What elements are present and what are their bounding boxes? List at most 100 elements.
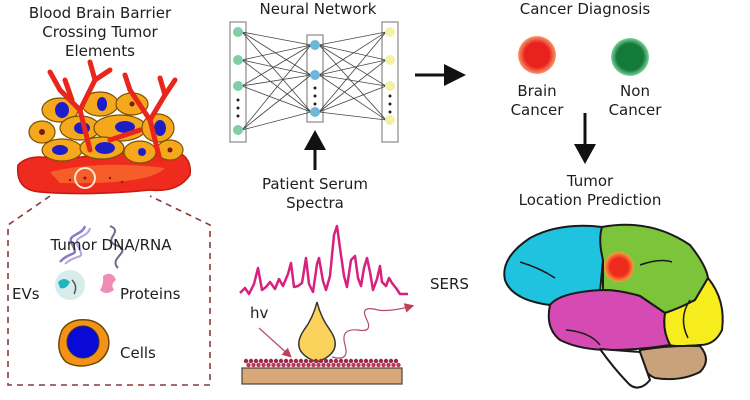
substrate-particle bbox=[323, 358, 329, 364]
substrate-particle bbox=[346, 362, 351, 368]
substrate-particle bbox=[246, 362, 251, 368]
tumor-tissue-illustration bbox=[16, 59, 192, 195]
bbb-title-line-3: Elements bbox=[65, 42, 135, 60]
nn-node-output bbox=[385, 55, 395, 65]
substrate-particle bbox=[363, 358, 369, 364]
substrate-particle bbox=[293, 358, 299, 364]
brain-cancer-indicator bbox=[518, 36, 556, 74]
substrate-particle bbox=[318, 358, 324, 364]
substrate-particle bbox=[311, 362, 316, 368]
substrate-particle bbox=[381, 362, 386, 368]
substrate-particle bbox=[358, 358, 364, 364]
substrate-particle bbox=[326, 362, 331, 368]
substrate-particle bbox=[288, 358, 294, 364]
substrate-particle bbox=[333, 358, 339, 364]
arrow-to-diagnosis bbox=[415, 64, 466, 86]
substrate-particle bbox=[251, 362, 256, 368]
nn-connection bbox=[318, 111, 387, 121]
sers-spectrum bbox=[239, 224, 408, 296]
substrate-particle bbox=[336, 362, 341, 368]
nn-connection bbox=[318, 74, 387, 121]
substrate-particle bbox=[376, 362, 381, 368]
sers-substrate bbox=[241, 358, 403, 385]
ellipsis-dot bbox=[236, 114, 240, 118]
inset-title: Tumor DNA/RNA bbox=[50, 236, 172, 254]
gold-nanoparticle-droplet bbox=[298, 301, 336, 363]
nn-connection bbox=[318, 31, 387, 113]
substrate-particle bbox=[281, 362, 286, 368]
substrate-particle bbox=[301, 362, 306, 368]
substrate-particle bbox=[341, 362, 346, 368]
nn-connection bbox=[241, 111, 312, 131]
tumor-location-marker bbox=[604, 252, 634, 282]
ellipsis-dot bbox=[313, 86, 317, 90]
substrate-particle bbox=[328, 358, 334, 364]
nn-node-input bbox=[233, 125, 243, 135]
substrate-particle bbox=[268, 358, 274, 364]
nn-node-input bbox=[233, 55, 243, 65]
nn-node-output bbox=[385, 115, 395, 125]
nn-connection bbox=[318, 74, 387, 87]
nn-connection bbox=[241, 31, 312, 76]
nn-connection bbox=[318, 44, 387, 87]
substrate-particle bbox=[361, 362, 366, 368]
substrate-particle bbox=[368, 358, 374, 364]
spectra-title-line-1: Patient Serum bbox=[261, 175, 369, 193]
nn-node-input bbox=[233, 81, 243, 91]
cells-label: Cells bbox=[120, 344, 156, 362]
nn-connection bbox=[241, 44, 312, 61]
substrate-particle bbox=[271, 362, 276, 368]
substrate-particle bbox=[353, 358, 359, 364]
substrate-particle bbox=[331, 362, 336, 368]
substrate-particle bbox=[393, 358, 399, 364]
ellipsis-dot bbox=[313, 94, 317, 98]
substrate-particle bbox=[373, 358, 379, 364]
non-cancer-label-line-2: Cancer bbox=[608, 101, 662, 119]
substrate-particle bbox=[303, 358, 309, 364]
bbb-title-line-2: Crossing Tumor bbox=[42, 23, 158, 41]
substrate-particle bbox=[283, 358, 289, 364]
nn-connection bbox=[241, 85, 312, 113]
diagnosis-title: Cancer Diagnosis bbox=[519, 0, 651, 18]
sers-label: SERS bbox=[430, 275, 469, 293]
substrate-particle bbox=[396, 362, 401, 368]
substrate-particle bbox=[313, 358, 319, 364]
non-cancer-label: Non Cancer bbox=[595, 82, 675, 120]
ellipsis-dot bbox=[236, 98, 240, 102]
substrate-particle bbox=[383, 358, 389, 364]
protein-icon bbox=[100, 273, 116, 293]
nn-connection bbox=[241, 59, 312, 76]
output-layer bbox=[381, 21, 399, 143]
substrate-particle bbox=[351, 362, 356, 368]
substrate-particle bbox=[278, 358, 284, 364]
cerebellum bbox=[639, 344, 707, 381]
substrate-particle bbox=[316, 362, 321, 368]
brain-cancer-label: Brain Cancer bbox=[497, 82, 577, 120]
dna-icon bbox=[59, 225, 87, 263]
bbb-title-line-1: Blood Brain Barrier bbox=[28, 4, 172, 22]
nn-connection bbox=[241, 31, 312, 113]
substrate-particle bbox=[263, 358, 269, 364]
ellipsis-dot bbox=[388, 110, 392, 114]
substrate-particle bbox=[388, 358, 394, 364]
substrate-particle bbox=[248, 358, 254, 364]
nn-connection bbox=[241, 44, 312, 87]
substrate-particle bbox=[296, 362, 301, 368]
nn-connection bbox=[241, 44, 312, 131]
neural-network-title: Neural Network bbox=[259, 0, 377, 18]
substrate-particle bbox=[276, 362, 281, 368]
substrate-particle bbox=[348, 358, 354, 364]
input-layer bbox=[229, 21, 247, 143]
nn-node-output bbox=[385, 81, 395, 91]
substrate-particle bbox=[253, 358, 259, 364]
prediction-title-line-2: Location Prediction bbox=[518, 191, 662, 209]
scattered-light-arrow bbox=[331, 303, 415, 359]
evs-label: EVs bbox=[12, 285, 40, 303]
ellipsis-dot bbox=[388, 102, 392, 106]
brain-stem bbox=[599, 348, 651, 389]
spectra-title-line-2: Spectra bbox=[286, 194, 344, 212]
arrow-to-prediction bbox=[574, 113, 596, 164]
substrate-particle bbox=[306, 362, 311, 368]
substrate-particle bbox=[291, 362, 296, 368]
